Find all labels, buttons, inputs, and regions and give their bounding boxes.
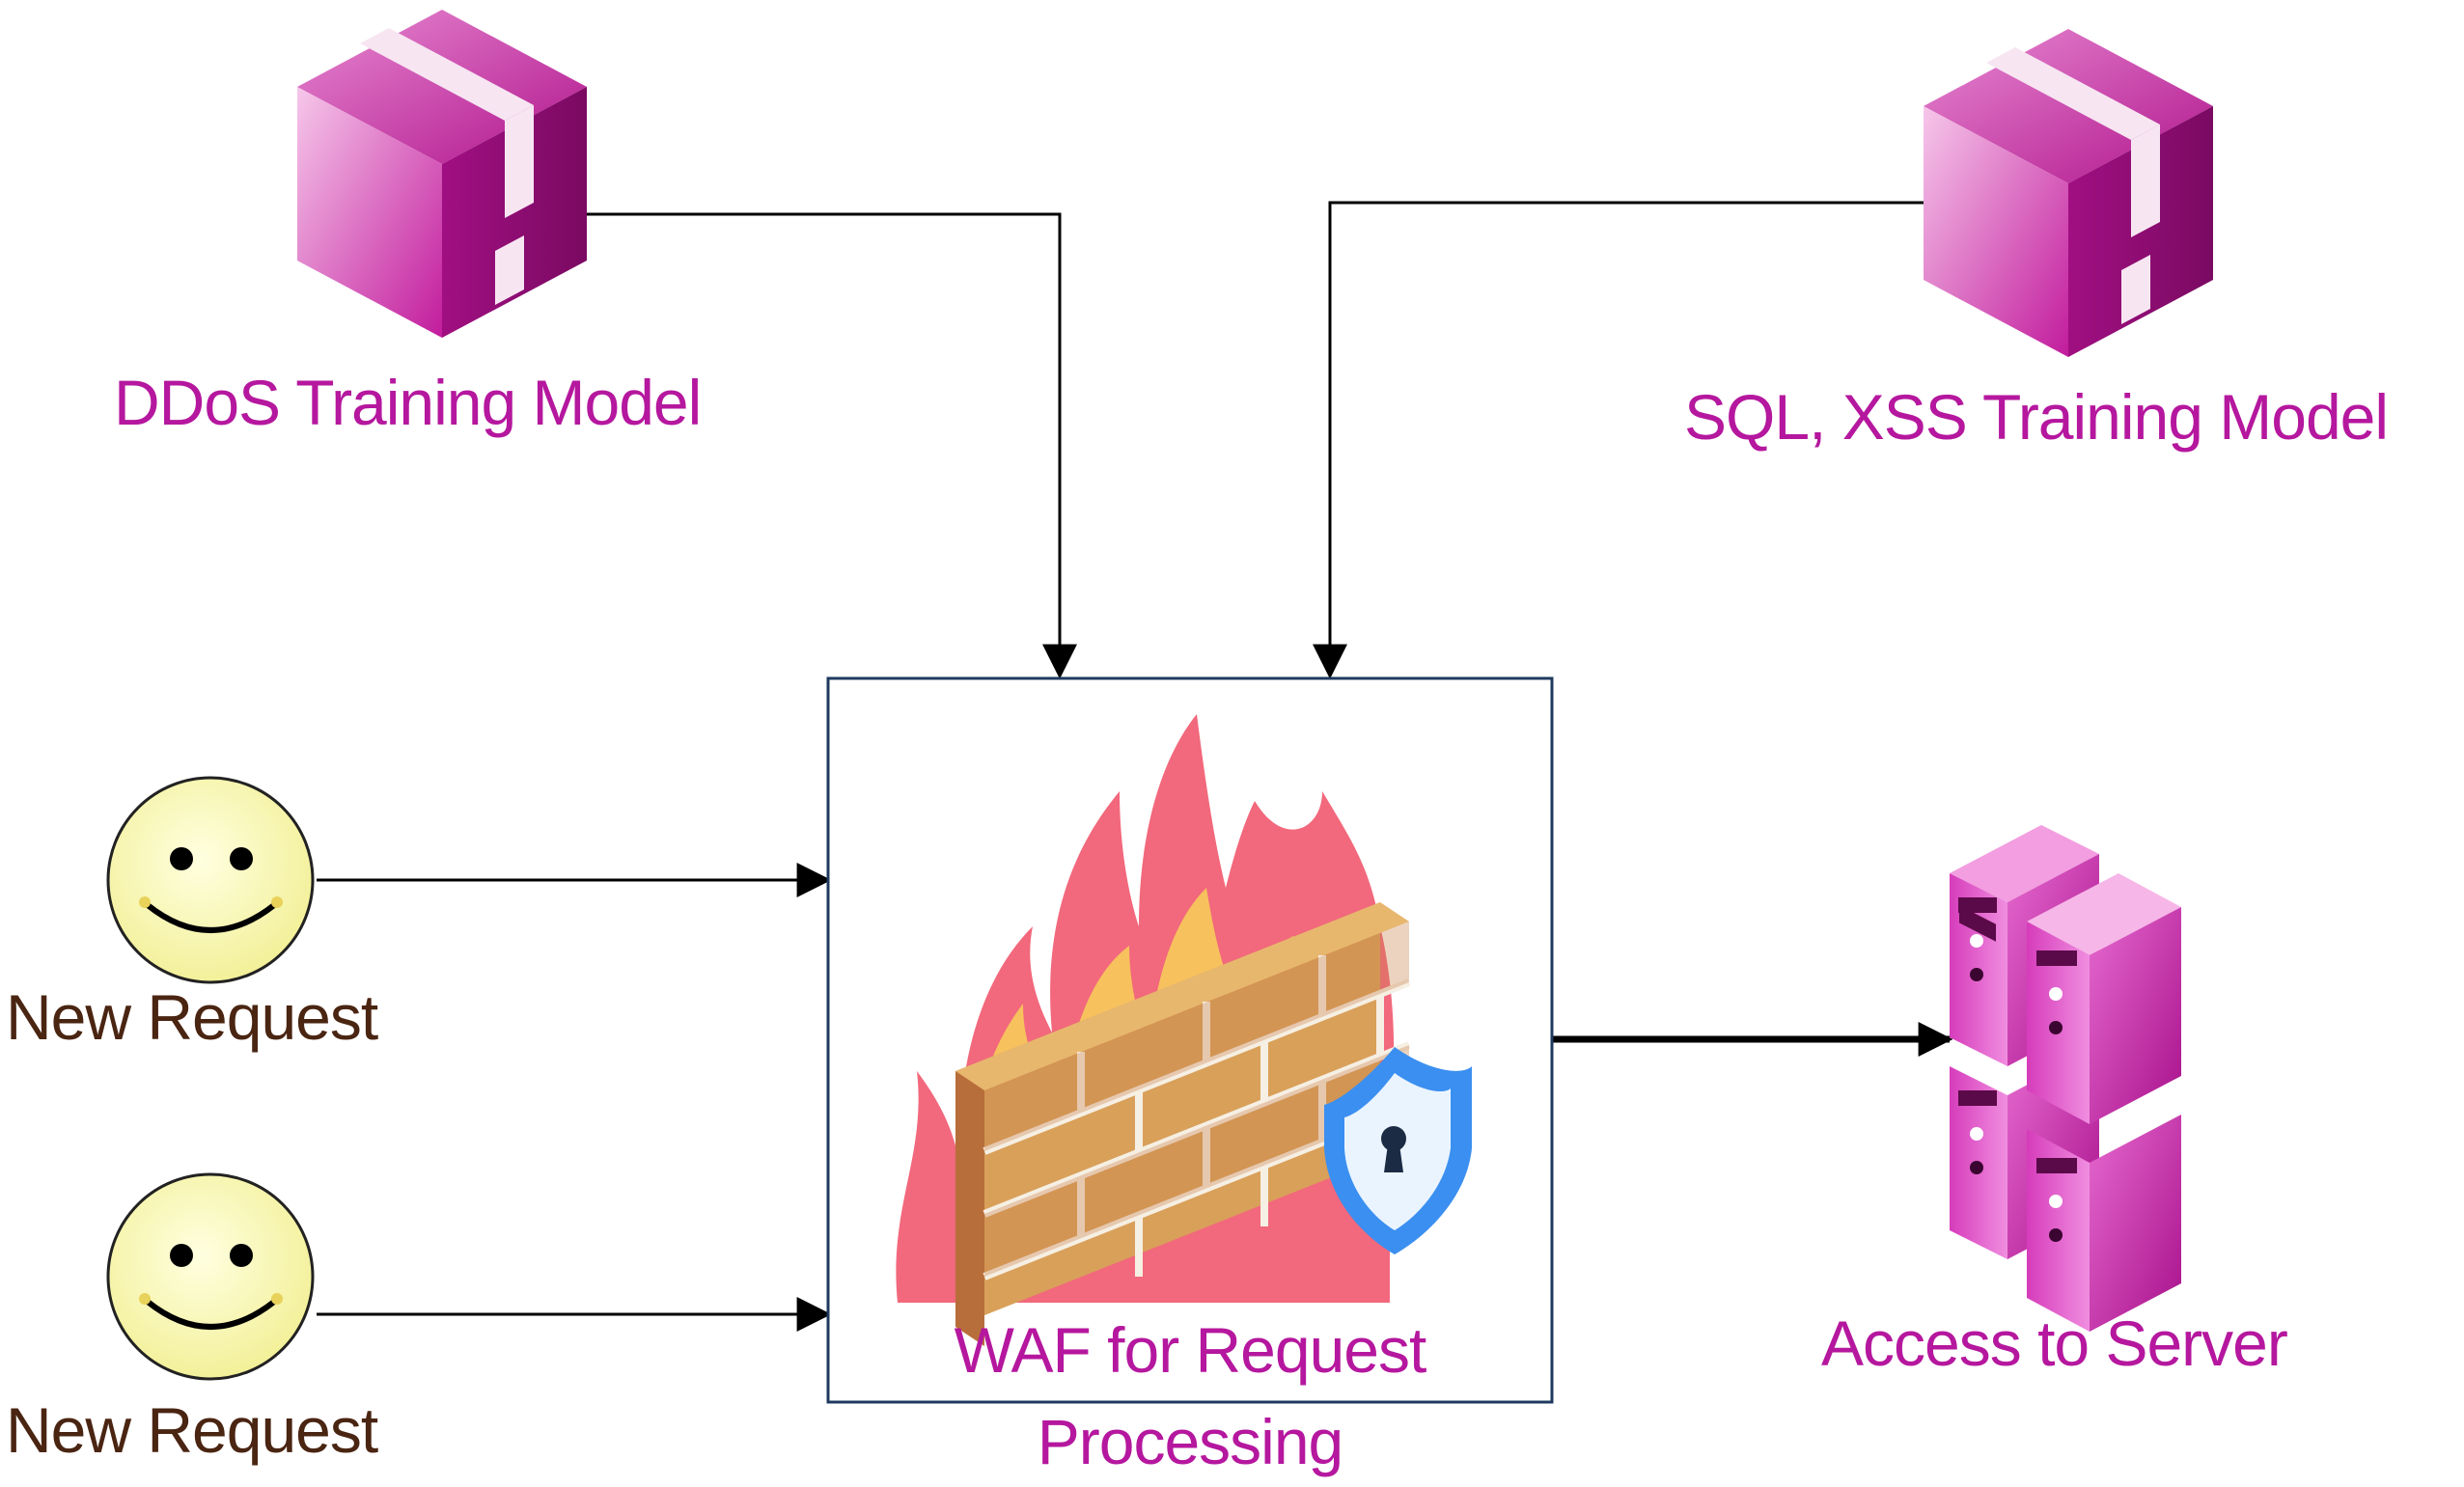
smiley-face-icon — [106, 1172, 315, 1381]
firewall-shield-icon — [896, 714, 1472, 1346]
request-node-1: New Request — [6, 776, 379, 1053]
server-unit — [2027, 873, 2181, 1124]
waf-label-line1: WAF for Request — [955, 1314, 1426, 1386]
ddos-model-label: DDoS Training Model — [114, 367, 701, 438]
request-1-label: New Request — [6, 981, 378, 1053]
request-node-2: New Request — [6, 1172, 379, 1466]
shield-icon — [1324, 1047, 1472, 1254]
server-label: Access to Server — [1821, 1308, 2287, 1379]
waf-node: WAF for Request Processing — [826, 676, 1554, 1477]
brick-wall — [955, 902, 1411, 1346]
request-2-label: New Request — [6, 1394, 378, 1466]
smiley-face-icon — [106, 776, 315, 984]
server-unit — [2027, 1115, 2181, 1332]
package-box-icon — [1924, 29, 2213, 357]
sql-xss-model-label: SQL, XSS Training Model — [1684, 381, 2388, 453]
package-box-icon — [297, 10, 587, 338]
edge-sqlxss-to-waf — [1313, 201, 1930, 679]
sql-xss-model-node: SQL, XSS Training Model — [1684, 29, 2389, 453]
waf-label-line2: Processing — [1038, 1406, 1343, 1477]
server-stack-icon — [1950, 825, 2181, 1332]
server-node: Access to Server — [1821, 825, 2288, 1379]
ddos-model-node: DDoS Training Model — [114, 10, 702, 438]
connectors — [317, 201, 1953, 1332]
edge-ddos-to-waf — [587, 212, 1077, 679]
